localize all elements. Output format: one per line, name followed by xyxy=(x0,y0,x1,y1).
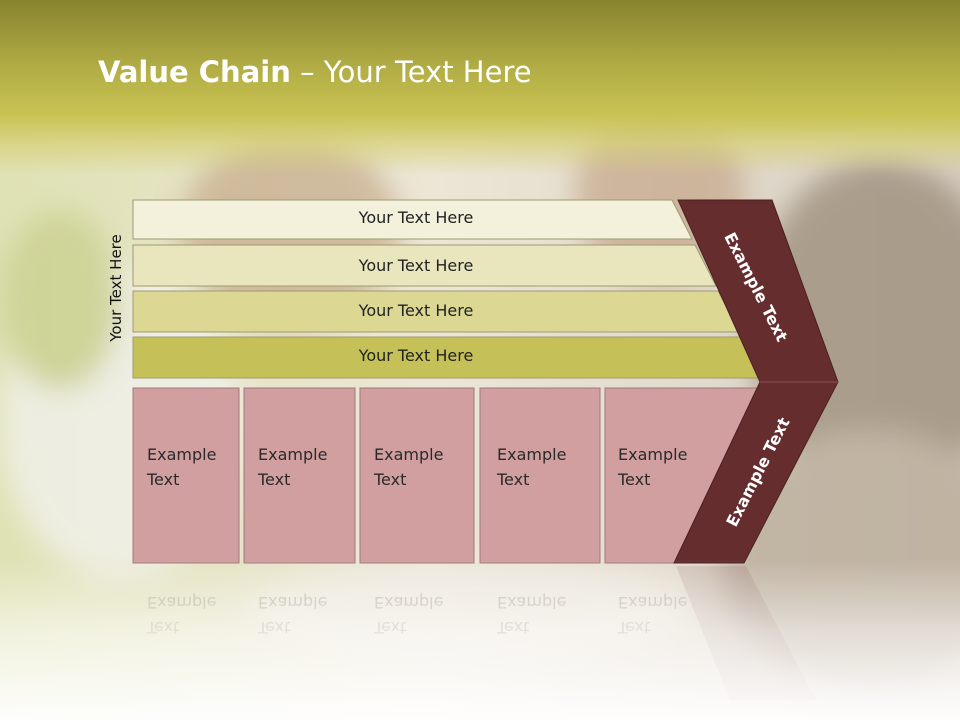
box-shape-2 xyxy=(243,387,356,564)
header-band xyxy=(0,0,960,175)
box-text-4: Example Text xyxy=(497,442,566,492)
activity-box-5: Example Text xyxy=(604,388,724,563)
box-4-line2: Text xyxy=(497,470,530,489)
box-2-line2: Text xyxy=(258,470,291,489)
band-shape-2 xyxy=(132,244,717,287)
band-label-4: Your Text Here xyxy=(358,346,474,365)
box-text-2: Example Text xyxy=(258,442,327,492)
box-1-line1: Example xyxy=(147,445,217,464)
box-2-line1: Example xyxy=(258,445,328,464)
band-shape-1 xyxy=(132,199,693,240)
page-title: Value Chain – Your Text Here xyxy=(98,55,532,89)
box-shape-1 xyxy=(132,387,240,564)
box-text-1: Example Text xyxy=(147,442,216,492)
box-1-line2: Text xyxy=(147,470,180,489)
box-5-line2: Text xyxy=(618,470,651,489)
bottom-fade xyxy=(0,560,960,720)
band-label-3: Your Text Here xyxy=(358,301,474,320)
activity-box-1: Example Text xyxy=(133,388,239,563)
box-3-line2: Text xyxy=(374,470,407,489)
box-3-line1: Example xyxy=(374,445,444,464)
activity-box-2: Example Text xyxy=(244,388,355,563)
activity-box-4: Example Text xyxy=(483,388,600,563)
box-shape-3 xyxy=(359,387,475,564)
box-4-line1: Example xyxy=(497,445,567,464)
title-bold: Value Chain xyxy=(98,55,291,89)
title-rest: – Your Text Here xyxy=(290,55,532,89)
band-label-2: Your Text Here xyxy=(358,256,474,275)
activity-box-3: Example Text xyxy=(360,388,474,563)
band-label-1: Your Text Here xyxy=(358,208,474,227)
box-text-3: Example Text xyxy=(374,442,443,492)
box-text-5: Example Text xyxy=(618,442,687,492)
box-5-line1: Example xyxy=(618,445,688,464)
